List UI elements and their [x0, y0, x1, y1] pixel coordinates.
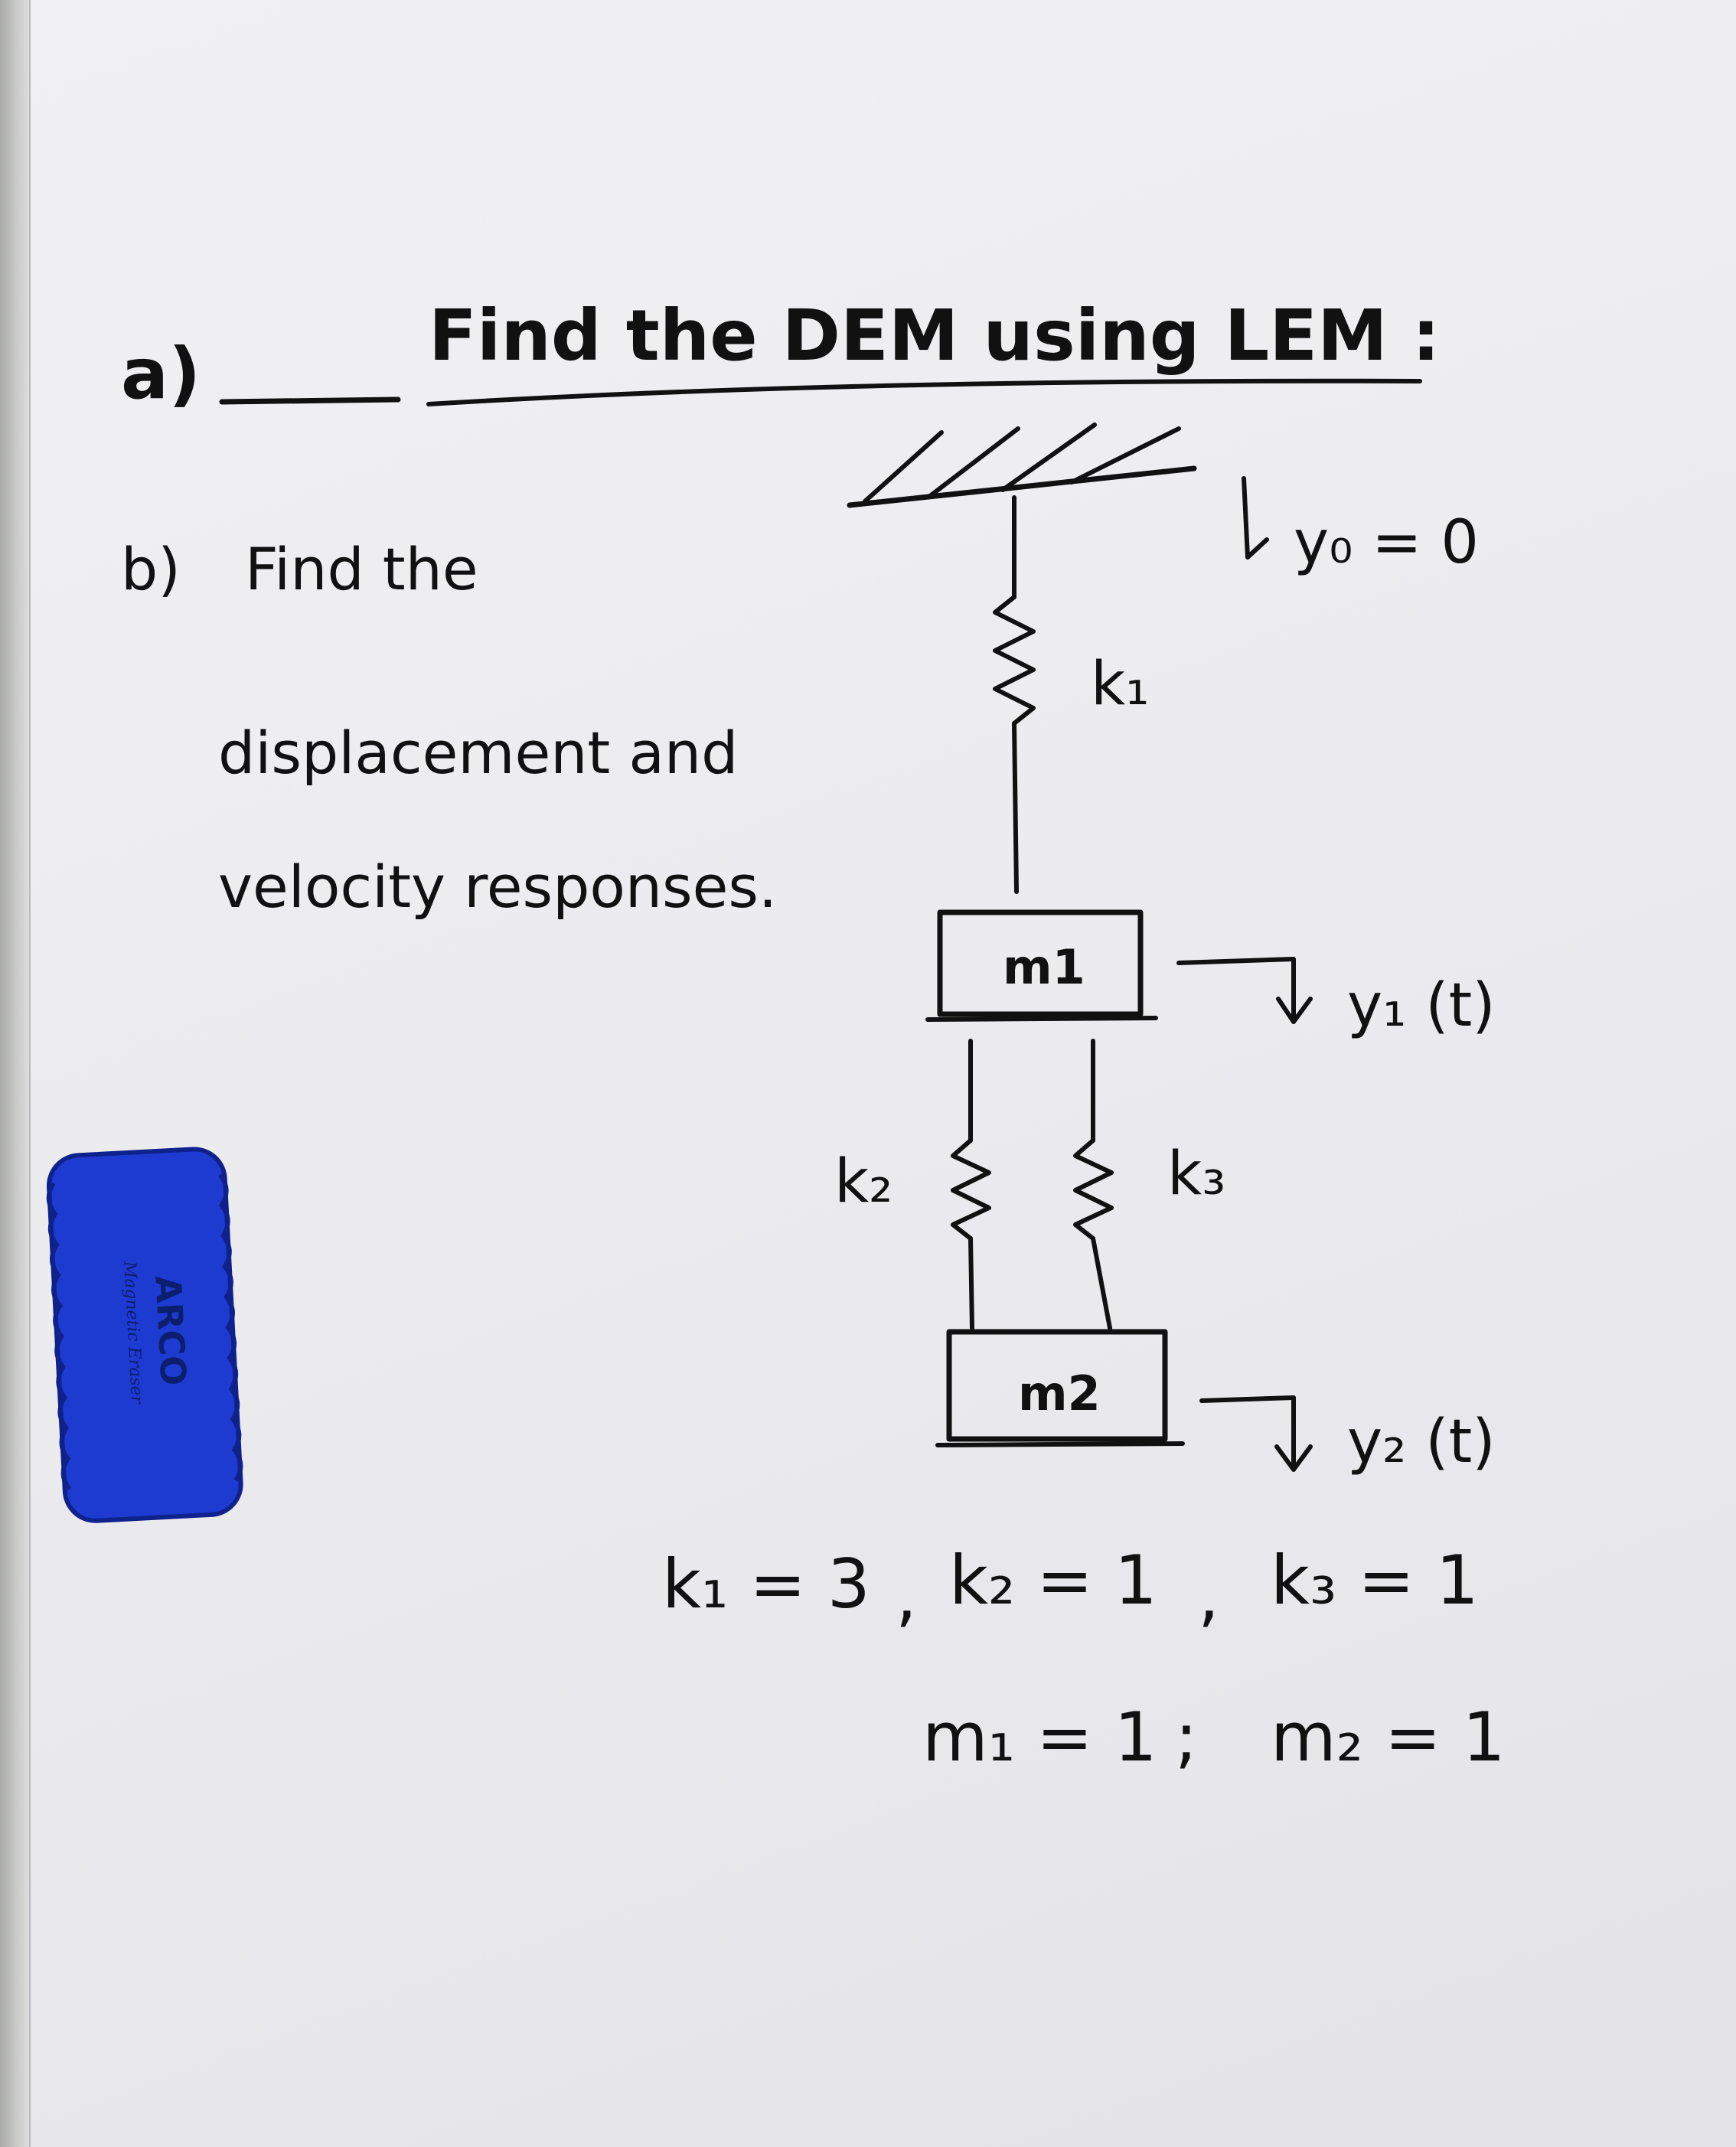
disp-1-arrow — [1176, 957, 1296, 1020]
spring-k3-label: k₃ — [1167, 1140, 1225, 1209]
disp-1-arrowhead — [1276, 997, 1313, 1024]
arco-eraser: ARCO Magnetic Eraser — [46, 1147, 243, 1523]
given-k2: k₂ = 1 — [949, 1541, 1157, 1620]
ground-support — [847, 423, 1197, 508]
ground-ref-arrow — [1242, 476, 1269, 560]
given-m1: m₁ = 1 — [922, 1698, 1157, 1777]
given-sep-3: ; — [1175, 1698, 1198, 1777]
disp-2-arrow — [1199, 1395, 1296, 1468]
part-b-line-2: displacement and — [218, 719, 738, 787]
disp-2-label: y₂ (t) — [1347, 1408, 1496, 1476]
part-b-label: b) — [121, 535, 181, 603]
given-k1: k₁ = 3 — [662, 1545, 870, 1623]
part-b-line-1: Find the — [245, 535, 478, 603]
given-sep-1: , — [896, 1556, 917, 1635]
given-m2: m₂ = 1 — [1271, 1698, 1506, 1777]
given-k3: k₃ = 1 — [1271, 1541, 1479, 1620]
part-a-question: Find the DEM using LEM : — [429, 295, 1440, 377]
spring-k1-label: k₁ — [1091, 650, 1149, 719]
mass-m2-label: m2 — [1018, 1366, 1101, 1421]
mass-m1-label: m1 — [1003, 939, 1085, 995]
spring-k2 — [951, 1039, 991, 1330]
part-b-line-3: velocity responses. — [218, 853, 777, 921]
disp-1-label: y₁ (t) — [1347, 971, 1496, 1040]
disp-2-arrowhead — [1274, 1444, 1313, 1472]
mass-m2 — [935, 1329, 1185, 1447]
part-a-blank-line — [219, 396, 401, 405]
spring-k3 — [1073, 1039, 1114, 1330]
part-a-underline — [426, 378, 1422, 406]
given-sep-2: , — [1198, 1556, 1219, 1635]
mass-m1 — [925, 909, 1158, 1022]
spring-k1 — [993, 495, 1036, 894]
ground-ref-label: y₀ = 0 — [1294, 508, 1479, 577]
eraser-brand: ARCO — [147, 1274, 194, 1387]
part-a-label: a) — [121, 333, 201, 415]
whiteboard-frame — [0, 0, 31, 2147]
spring-k2-label: k₂ — [834, 1147, 892, 1216]
